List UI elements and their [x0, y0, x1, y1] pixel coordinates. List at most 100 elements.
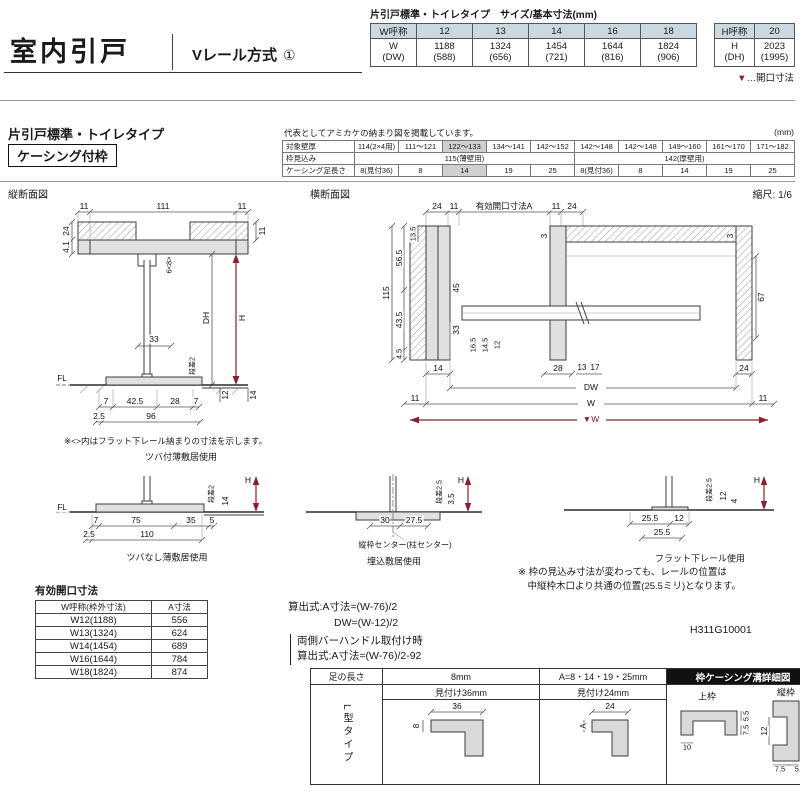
- dim-label: FL: [56, 503, 68, 512]
- dim-label: W: [585, 397, 597, 408]
- dim-label: 7.5: [741, 723, 751, 737]
- dim-label: 5: [208, 514, 216, 525]
- document-code: H311G10001: [690, 624, 752, 636]
- dim-label: 33: [450, 324, 461, 336]
- opening-col-header: W呼称(枠外寸法): [35, 600, 152, 614]
- section-divider: [0, 181, 795, 182]
- dim-label: 14: [432, 362, 444, 373]
- dim-label: 24: [566, 200, 578, 211]
- dim-label: 10: [681, 742, 693, 752]
- opening-table-title: 有効開口寸法: [35, 585, 98, 597]
- wall-thickness-table: 対象壁厚 114(2×4用) 111〜121 122〜133 134〜141 1…: [282, 140, 795, 177]
- dim-label: A: [579, 722, 588, 730]
- wall-cell: 14: [662, 164, 707, 177]
- opening-dimension-table: 有効開口寸法 W呼称(枠外寸法) A寸法 W12(1188)556 W13(13…: [35, 583, 208, 679]
- dim-label: DW: [582, 381, 600, 392]
- wall-cell: 149〜160: [662, 140, 707, 153]
- dim-label: 25.5: [640, 512, 660, 523]
- dim-label: 17: [589, 363, 601, 372]
- dim-label: 12: [760, 725, 769, 737]
- flat-rail-svg: [564, 476, 774, 542]
- size-table-title: 片引戸標準・トイレタイプ サイズ/基本寸法(mm): [370, 10, 597, 21]
- dim-label: 3.5: [447, 492, 456, 506]
- wall-cell: 142〜148: [618, 140, 663, 153]
- rail-position-note: ※ 枠の見込み寸法が変わっても、レールの位置は 中縦枠木口より共通の位置(25.…: [518, 567, 741, 592]
- scale-label: 縮尺: 1/6: [752, 190, 792, 201]
- wall-cell: 122〜133: [442, 140, 487, 153]
- wall-cell: 25: [530, 164, 575, 177]
- size-col-header: 14: [528, 23, 585, 39]
- wall-cell: 25: [750, 164, 795, 177]
- wall-row-label: ケーシング足長さ: [282, 164, 355, 177]
- dim-label: 115: [380, 285, 391, 301]
- size-value-cell: 1324(656): [472, 38, 529, 67]
- opening-col-header: A寸法: [151, 600, 208, 614]
- wall-cell: 8: [398, 164, 443, 177]
- dim-label: 42.5: [125, 395, 145, 406]
- formula-line: 算出式:A寸法=(W-76)/2-92: [297, 650, 422, 663]
- formula-line: 両側バーハンドル取付け時: [297, 634, 423, 647]
- size-row-label: W(DW): [370, 38, 417, 67]
- dim-label: 6<8>: [164, 255, 174, 275]
- unit-label: (mm): [774, 127, 794, 137]
- dim-label: 7: [102, 395, 110, 406]
- dim-label: H: [243, 474, 253, 485]
- table-row: W13(1324)624: [35, 626, 208, 640]
- face-24-subheader: 見付け24mm: [539, 684, 667, 700]
- dim-label: 12: [719, 490, 728, 502]
- wall-cell: 134〜141: [486, 140, 531, 153]
- dim-label: 56.5: [393, 248, 404, 268]
- dim-label: 2.5: [82, 528, 96, 539]
- wall-cell: 142〜148: [574, 140, 619, 153]
- dim-label: 30: [379, 514, 391, 525]
- dim-label: 段差2.5: [706, 477, 714, 503]
- dim-label: 111: [155, 200, 171, 211]
- table-row: W12(1188)556: [35, 613, 208, 627]
- dim-label: 2.5: [92, 410, 106, 421]
- wall-cell: 142〜152: [530, 140, 575, 153]
- wall-table-grid: 対象壁厚 114(2×4用) 111〜121 122〜133 134〜141 1…: [282, 140, 795, 177]
- dim-label: 11: [78, 200, 90, 211]
- size-col-header: 13: [472, 23, 529, 39]
- dim-label: H: [752, 474, 762, 485]
- down-triangle-icon: ▼: [737, 73, 747, 84]
- subtitle-text: Vレール方式: [192, 47, 278, 64]
- dim-label: 7.5: [773, 764, 787, 774]
- l-type-label: L型タイプ: [310, 684, 383, 785]
- dim-label: 33: [148, 333, 160, 344]
- dim-label: 3: [540, 232, 549, 240]
- dim-label: FL: [56, 374, 68, 383]
- section-heading: 片引戸標準・トイレタイプ: [8, 127, 165, 142]
- dim-label: 12: [221, 389, 230, 401]
- dim-label: 12: [673, 512, 685, 523]
- dim-label: 11: [236, 200, 248, 211]
- leg-8mm-header: 8mm: [382, 668, 540, 685]
- title-underline: [4, 72, 362, 73]
- title-divider: [172, 34, 173, 70]
- dim-label: 28: [169, 395, 181, 406]
- dim-label: 11: [256, 225, 267, 237]
- dim-label: 8: [412, 722, 421, 730]
- dim-label: 35: [185, 514, 197, 525]
- dim-label: 14: [249, 389, 258, 401]
- dim-label: 段差2: [189, 356, 197, 376]
- center-line-caption: 縦枠センター(柱センター): [358, 540, 452, 550]
- dim-label: 45: [450, 282, 461, 294]
- groove-detail-svg: [680, 700, 800, 766]
- horizontal-section-svg: [388, 208, 778, 424]
- size-col-header: 16: [584, 23, 641, 39]
- size-col-header: 18: [640, 23, 697, 39]
- size-value-cell: 1644(816): [584, 38, 641, 67]
- dim-label: ▼W: [581, 413, 601, 424]
- size-value-cell: 2023(1995): [754, 38, 795, 67]
- dim-label: 14: [221, 495, 230, 507]
- wall-cell: 171〜182: [750, 140, 795, 153]
- dim-label: 5.5: [741, 709, 751, 723]
- dim-label: 11: [448, 200, 460, 211]
- opening-table-grid: W呼称(枠外寸法) A寸法 W12(1188)556 W13(1324)624 …: [35, 600, 208, 679]
- calculation-formulas: 算出式:A寸法=(W-76)/2 DW=(W-12)/2 両側バーハンドル取付け…: [288, 600, 423, 665]
- size-table: 片引戸標準・トイレタイプ サイズ/基本寸法(mm) W呼称 12 13 14 1…: [370, 6, 795, 84]
